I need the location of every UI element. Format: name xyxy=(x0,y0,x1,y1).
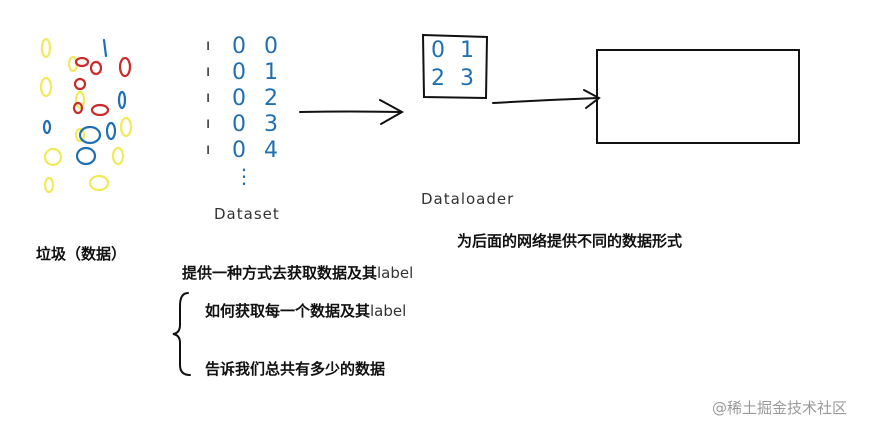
dataset-row: ı 0 1 xyxy=(206,60,286,88)
yellow-blob xyxy=(74,127,86,143)
watermark: @稀土掘金技术社区 xyxy=(712,399,848,417)
dataset-row: ı 0 4 xyxy=(206,138,286,166)
batch-row-1: 0 1 xyxy=(431,38,478,63)
dataset-label-value: 3 xyxy=(264,112,278,137)
network-box xyxy=(596,49,800,144)
blue-blob xyxy=(42,119,52,135)
dataset-index-mark: ı xyxy=(206,36,211,54)
brace-item-get-data: 如何获取每一个数据及其label xyxy=(205,300,406,321)
blue-blob xyxy=(75,146,97,166)
brace-item-label-word: label xyxy=(370,302,407,320)
blue-stroke xyxy=(102,38,108,58)
batch-row-2: 2 3 xyxy=(431,66,478,91)
yellow-blob xyxy=(88,174,110,192)
red-blob xyxy=(73,77,87,91)
dataset-index-mark: ı xyxy=(206,88,211,106)
red-blob xyxy=(89,60,103,76)
dataset-index: 0 xyxy=(232,34,246,59)
curly-brace xyxy=(172,292,191,376)
dataloader-caption: 为后面的网络提供不同的数据形式 xyxy=(457,232,683,250)
dataset-row: ı 0 3 xyxy=(206,112,286,140)
dataset-ellipsis: ⋮ xyxy=(234,164,254,188)
yellow-blob xyxy=(43,147,63,167)
brace-item-count-data: 告诉我们总共有多少的数据 xyxy=(205,360,386,378)
arrow-dataloader-to-network xyxy=(492,89,601,109)
dataset-label: Dataset xyxy=(214,205,280,223)
dataset-index: 0 xyxy=(232,86,246,111)
dataset-label-value: 4 xyxy=(264,138,278,163)
dataset-index: 0 xyxy=(232,138,246,163)
dataset-index: 0 xyxy=(232,112,246,137)
dataset-index-mark: ı xyxy=(206,140,211,158)
dataset-purpose-text: 提供一种方式去获取数据及其 xyxy=(182,264,378,282)
dataloader-label: Dataloader xyxy=(421,190,515,208)
blue-blob xyxy=(117,90,127,110)
yellow-blob xyxy=(119,116,133,138)
yellow-blob xyxy=(40,37,52,59)
red-blob xyxy=(90,103,110,117)
arrow-dataset-to-dataloader xyxy=(299,99,405,125)
dataset-label-value: 1 xyxy=(264,60,278,85)
dataset-index: 0 xyxy=(232,60,246,85)
dataset-row: ı 0 2 xyxy=(206,86,286,114)
garbage-data-label: 垃圾（数据） xyxy=(36,245,127,263)
red-blob xyxy=(72,101,84,115)
yellow-blob xyxy=(74,90,86,110)
garbage-scatter xyxy=(39,37,133,194)
yellow-blob xyxy=(43,176,55,194)
dataset-row: ı 0 0 xyxy=(206,34,286,62)
dataset-label-value: 2 xyxy=(264,86,278,111)
red-blob xyxy=(118,56,132,78)
blue-blob xyxy=(78,125,102,145)
red-blob xyxy=(74,56,90,68)
brace-item-get-data-text: 如何获取每一个数据及其 xyxy=(205,302,371,320)
dataset-purpose-label-word: label xyxy=(377,264,414,282)
yellow-blob xyxy=(39,76,53,98)
dataset-index-mark: ı xyxy=(206,62,211,80)
dataset-index-mark: ı xyxy=(206,114,211,132)
dataset-purpose-note: 提供一种方式去获取数据及其label xyxy=(182,262,413,283)
dataset-label-value: 0 xyxy=(264,34,278,59)
yellow-blob xyxy=(111,146,125,166)
dataloader-batch-box xyxy=(421,33,489,100)
blue-blob xyxy=(105,121,117,141)
